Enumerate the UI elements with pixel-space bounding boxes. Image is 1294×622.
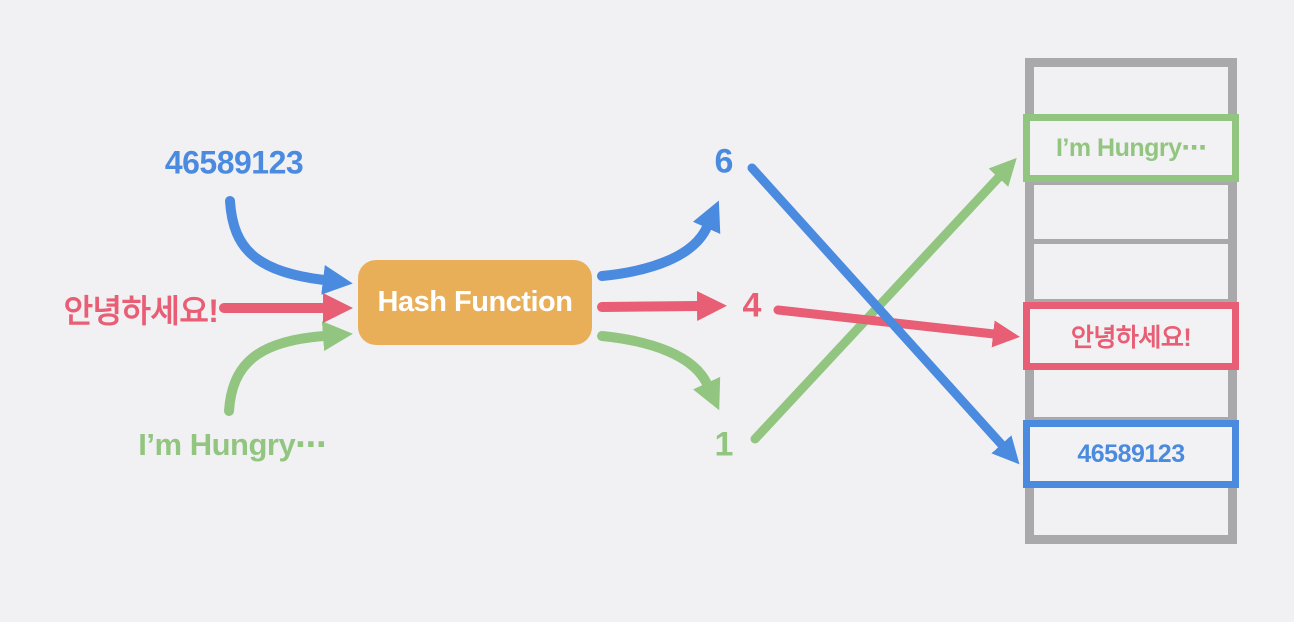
hash-index-number: 6: [714, 142, 734, 181]
arrow-output-index-1: [597, 331, 721, 411]
arrow-map-number-to-slot-6: [747, 163, 1020, 465]
table-slot-4: [1034, 298, 1228, 358]
input-label-korean: 안녕하세요!: [63, 293, 219, 329]
table-slot-3: [1034, 239, 1228, 298]
table-bucket-number-value: 46589123: [1077, 439, 1185, 468]
arrow-output-index-4: [597, 291, 727, 322]
input-label-number: 46589123: [164, 144, 304, 181]
arrow-input-english: [224, 321, 353, 416]
table-bucket-korean: 안녕하세요!: [1023, 302, 1239, 370]
table-slot-6: [1034, 416, 1228, 476]
input-label-english: I’m Hungry⋯: [138, 427, 326, 462]
table-slot-2: [1034, 180, 1228, 239]
table-bucket-english-value: I’m Hungry⋯: [1055, 134, 1207, 162]
hash-function-box: Hash Function: [358, 260, 592, 345]
hash-index-english: 1: [714, 425, 734, 464]
table-bucket-korean-value: 안녕하세요!: [1070, 324, 1192, 352]
hash-table: I’m Hungry⋯ 안녕하세요! 46589123: [1023, 58, 1239, 544]
hash-index-korean: 4: [742, 286, 762, 325]
hash-function-label: Hash Function: [377, 286, 573, 318]
table-slot-0: [1034, 67, 1228, 121]
table-bucket-english: I’m Hungry⋯: [1023, 114, 1239, 182]
table-bucket-number: 46589123: [1023, 420, 1239, 488]
arrow-input-number: [225, 196, 353, 295]
arrow-output-index-6: [597, 200, 721, 281]
